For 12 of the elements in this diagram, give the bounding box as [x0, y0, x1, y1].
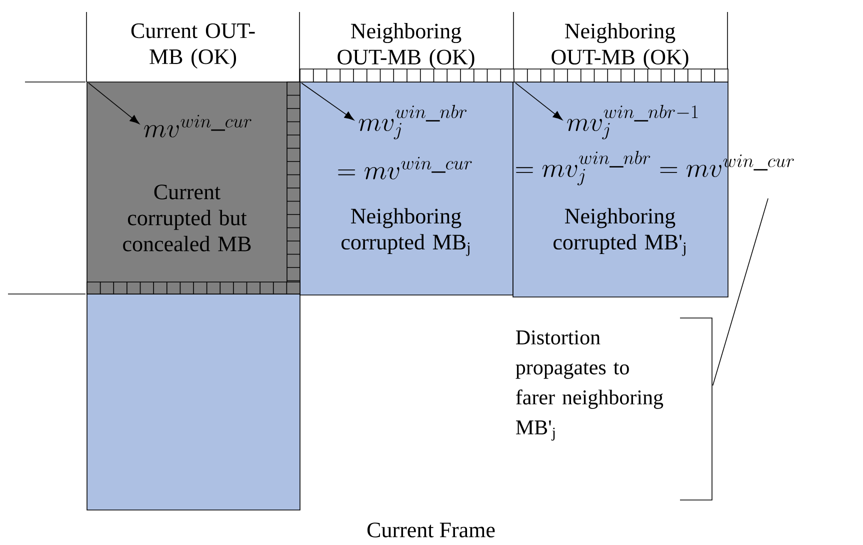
- note-text: Distortion propagates to farer neighboring MB'$_{j}$: [516, 330, 664, 441]
- mv-formula: $mv^{win\_cur}$: [144, 114, 252, 138]
- mv-formula: $mv_j^{win\_nbr}$: [358, 104, 467, 140]
- mv-formula: $mv_j^{win\_nbr-1}$: [567, 104, 698, 140]
- leader-line: [712, 198, 768, 386]
- caption: Current Frame: [367, 522, 495, 538]
- column-header: Neighboring OUT-MB (OK): [299, 12, 474, 82]
- column-header: Current OUT-MB (OK): [86, 12, 255, 82]
- arrow: [301, 82, 354, 120]
- arrow: [88, 82, 140, 124]
- mv-formula: $=mv^{win\_cur}$: [338, 156, 472, 180]
- macroblock-box: [86, 294, 300, 510]
